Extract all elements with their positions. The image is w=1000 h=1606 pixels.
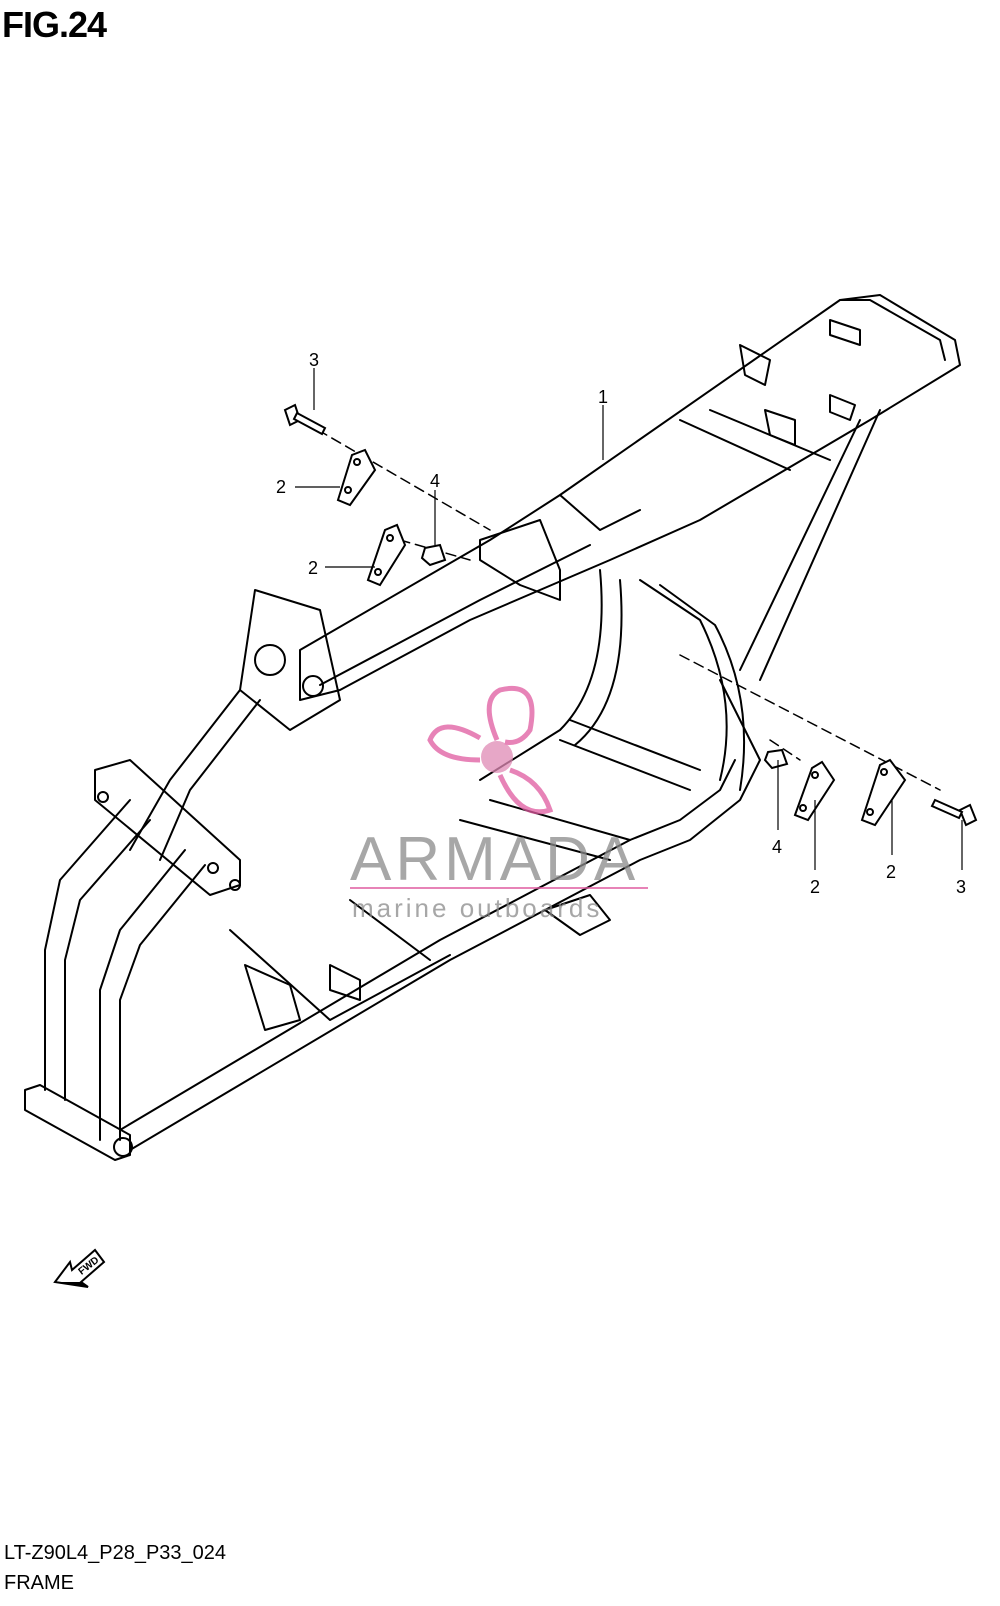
bolt-parts	[283, 403, 978, 827]
callout-2-right-outer: 2	[886, 862, 896, 882]
propeller-logo-icon	[427, 686, 554, 815]
callout-2-lower-left: 2	[308, 558, 318, 578]
nut-parts	[420, 543, 789, 770]
callout-2-upper-left: 2	[276, 477, 286, 497]
figure-code: LT-Z90L4_P28_P33_024	[4, 1542, 227, 1564]
callout-3-right: 3	[956, 877, 966, 897]
main-frame	[24, 294, 961, 1161]
watermark-tagline: marine outboards	[352, 893, 602, 923]
figure-caption: FRAME	[4, 1572, 74, 1594]
callout-leaders	[295, 368, 963, 870]
figure-title: FIG.24	[2, 4, 107, 45]
callout-4-right: 4	[772, 837, 782, 857]
callout-2-right-inner: 2	[810, 877, 820, 897]
callout-3-left: 3	[309, 350, 319, 370]
bracket-parts-left	[336, 448, 407, 587]
callout-4-left: 4	[430, 471, 440, 491]
fwd-arrow-icon: FWD	[53, 1248, 106, 1288]
watermark-name: ARMADA	[350, 825, 639, 894]
bracket-parts-right	[793, 758, 907, 827]
callout-1: 1	[598, 387, 608, 407]
armada-watermark: ARMADA marine outboards	[350, 686, 648, 923]
